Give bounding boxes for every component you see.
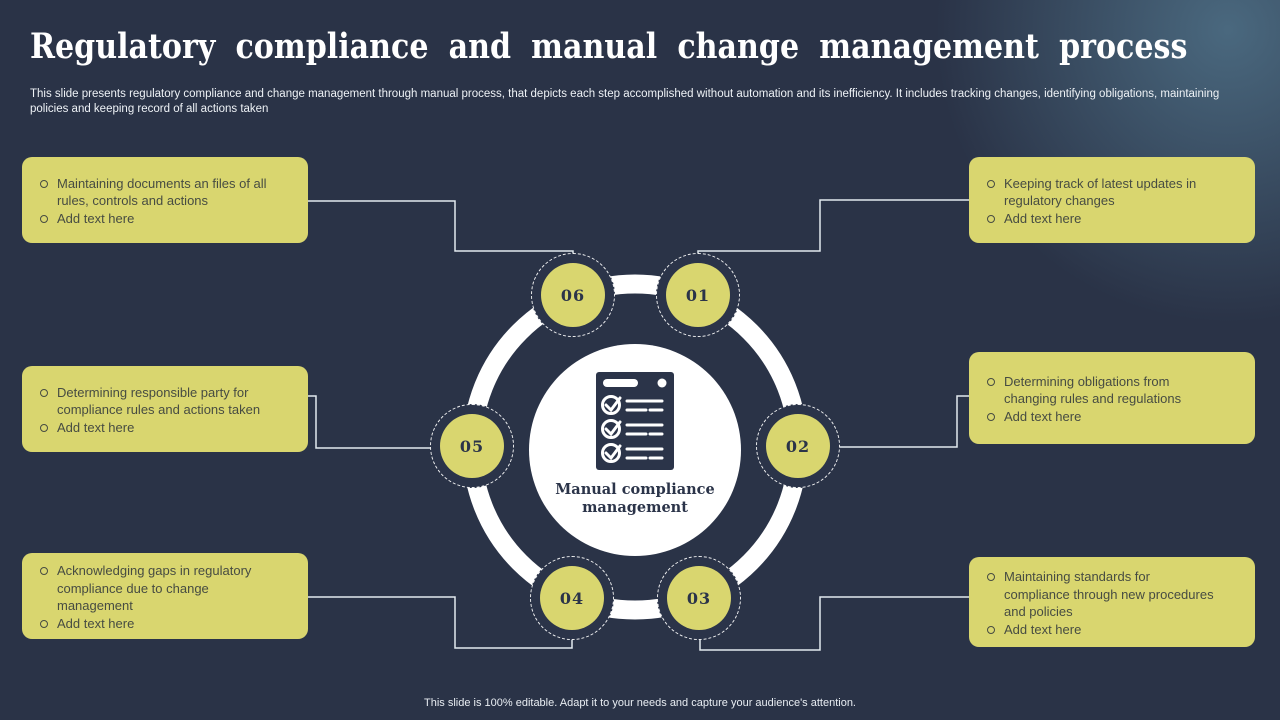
circle-bullet-icon xyxy=(40,214,48,223)
list-item: Add text here xyxy=(40,615,296,633)
list-item: Maintaining standards for compliance thr… xyxy=(987,568,1243,621)
list-item-text: Keeping track of latest updates in regul… xyxy=(1004,175,1197,209)
connector-top-left xyxy=(308,200,574,262)
list-item-text: Maintaining documents an files of all ru… xyxy=(57,175,267,209)
step-node-01: 01 xyxy=(656,253,740,337)
step-node-05: 05 xyxy=(430,404,514,488)
list-item: Add text here xyxy=(987,408,1243,426)
circle-bullet-icon xyxy=(40,423,48,432)
list-item-text: Add text here xyxy=(57,210,135,226)
list-item-text: Add text here xyxy=(1004,408,1082,424)
step-node-04: 04 xyxy=(530,556,614,640)
circle-bullet-icon xyxy=(40,388,48,397)
slide-title: Regulatory compliance and manual change … xyxy=(30,26,1188,67)
list-item-text: Add text here xyxy=(57,615,135,631)
list-item-text: Add text here xyxy=(1004,210,1082,226)
list-item: Add text here xyxy=(987,621,1243,639)
list-item-text: Add text here xyxy=(1004,621,1082,637)
list-item: Add text here xyxy=(40,419,296,437)
textbox-middle-right: Determining obligations from changing ru… xyxy=(969,352,1255,444)
list-item: Keeping track of latest updates in regul… xyxy=(987,175,1243,210)
step-number: 04 xyxy=(540,566,604,630)
circle-bullet-icon xyxy=(987,625,995,634)
list-item-text: Determining responsible party for compli… xyxy=(57,384,261,418)
list-item-text: Determining obligations from changing ru… xyxy=(1004,373,1182,407)
circle-bullet-icon xyxy=(987,377,995,386)
connector-top-right xyxy=(697,199,969,262)
list-item-text: Add text here xyxy=(57,419,135,435)
list-item-text: Maintaining standards for compliance thr… xyxy=(1004,569,1214,619)
textbox-middle-left: Determining responsible party for compli… xyxy=(22,366,308,452)
list-item-text: Acknowledging gaps in regulatory complia… xyxy=(57,563,252,613)
textbox-top-right: Keeping track of latest updates in regul… xyxy=(969,157,1255,243)
connector-bottom-right xyxy=(699,596,969,651)
circle-bullet-icon xyxy=(987,412,995,421)
list-item: Acknowledging gaps in regulatory complia… xyxy=(40,562,296,615)
connector-middle-right xyxy=(836,395,969,448)
step-number: 06 xyxy=(541,263,605,327)
textbox-bottom-left: Acknowledging gaps in regulatory complia… xyxy=(22,553,308,639)
circle-bullet-icon xyxy=(40,179,48,188)
step-node-06: 06 xyxy=(531,253,615,337)
connector-middle-left xyxy=(308,395,436,449)
circle-bullet-icon xyxy=(40,567,48,575)
step-node-03: 03 xyxy=(657,556,741,640)
list-item: Add text here xyxy=(40,210,296,228)
textbox-bottom-right: Maintaining standards for compliance thr… xyxy=(969,557,1255,647)
step-number: 01 xyxy=(666,263,730,327)
list-item: Determining responsible party for compli… xyxy=(40,384,296,419)
connector-bottom-left xyxy=(308,596,573,649)
circle-bullet-icon xyxy=(987,179,995,188)
step-number: 05 xyxy=(440,414,504,478)
step-node-02: 02 xyxy=(756,404,840,488)
slide-subtitle: This slide presents regulatory complianc… xyxy=(30,88,1220,115)
step-number: 02 xyxy=(766,414,830,478)
checklist-icon xyxy=(596,372,674,470)
list-item: Determining obligations from changing ru… xyxy=(987,373,1243,408)
slide-footer: This slide is 100% editable. Adapt it to… xyxy=(424,697,856,709)
center-hub: Manual compliance management xyxy=(529,344,741,556)
list-item: Add text here xyxy=(987,210,1243,228)
circle-bullet-icon xyxy=(40,619,48,628)
list-item: Maintaining documents an files of all ru… xyxy=(40,175,296,210)
circle-bullet-icon xyxy=(987,573,995,581)
step-number: 03 xyxy=(667,566,731,630)
textbox-top-left: Maintaining documents an files of all ru… xyxy=(22,157,308,243)
center-hub-label: Manual compliance management xyxy=(555,481,715,516)
circle-bullet-icon xyxy=(987,214,995,223)
